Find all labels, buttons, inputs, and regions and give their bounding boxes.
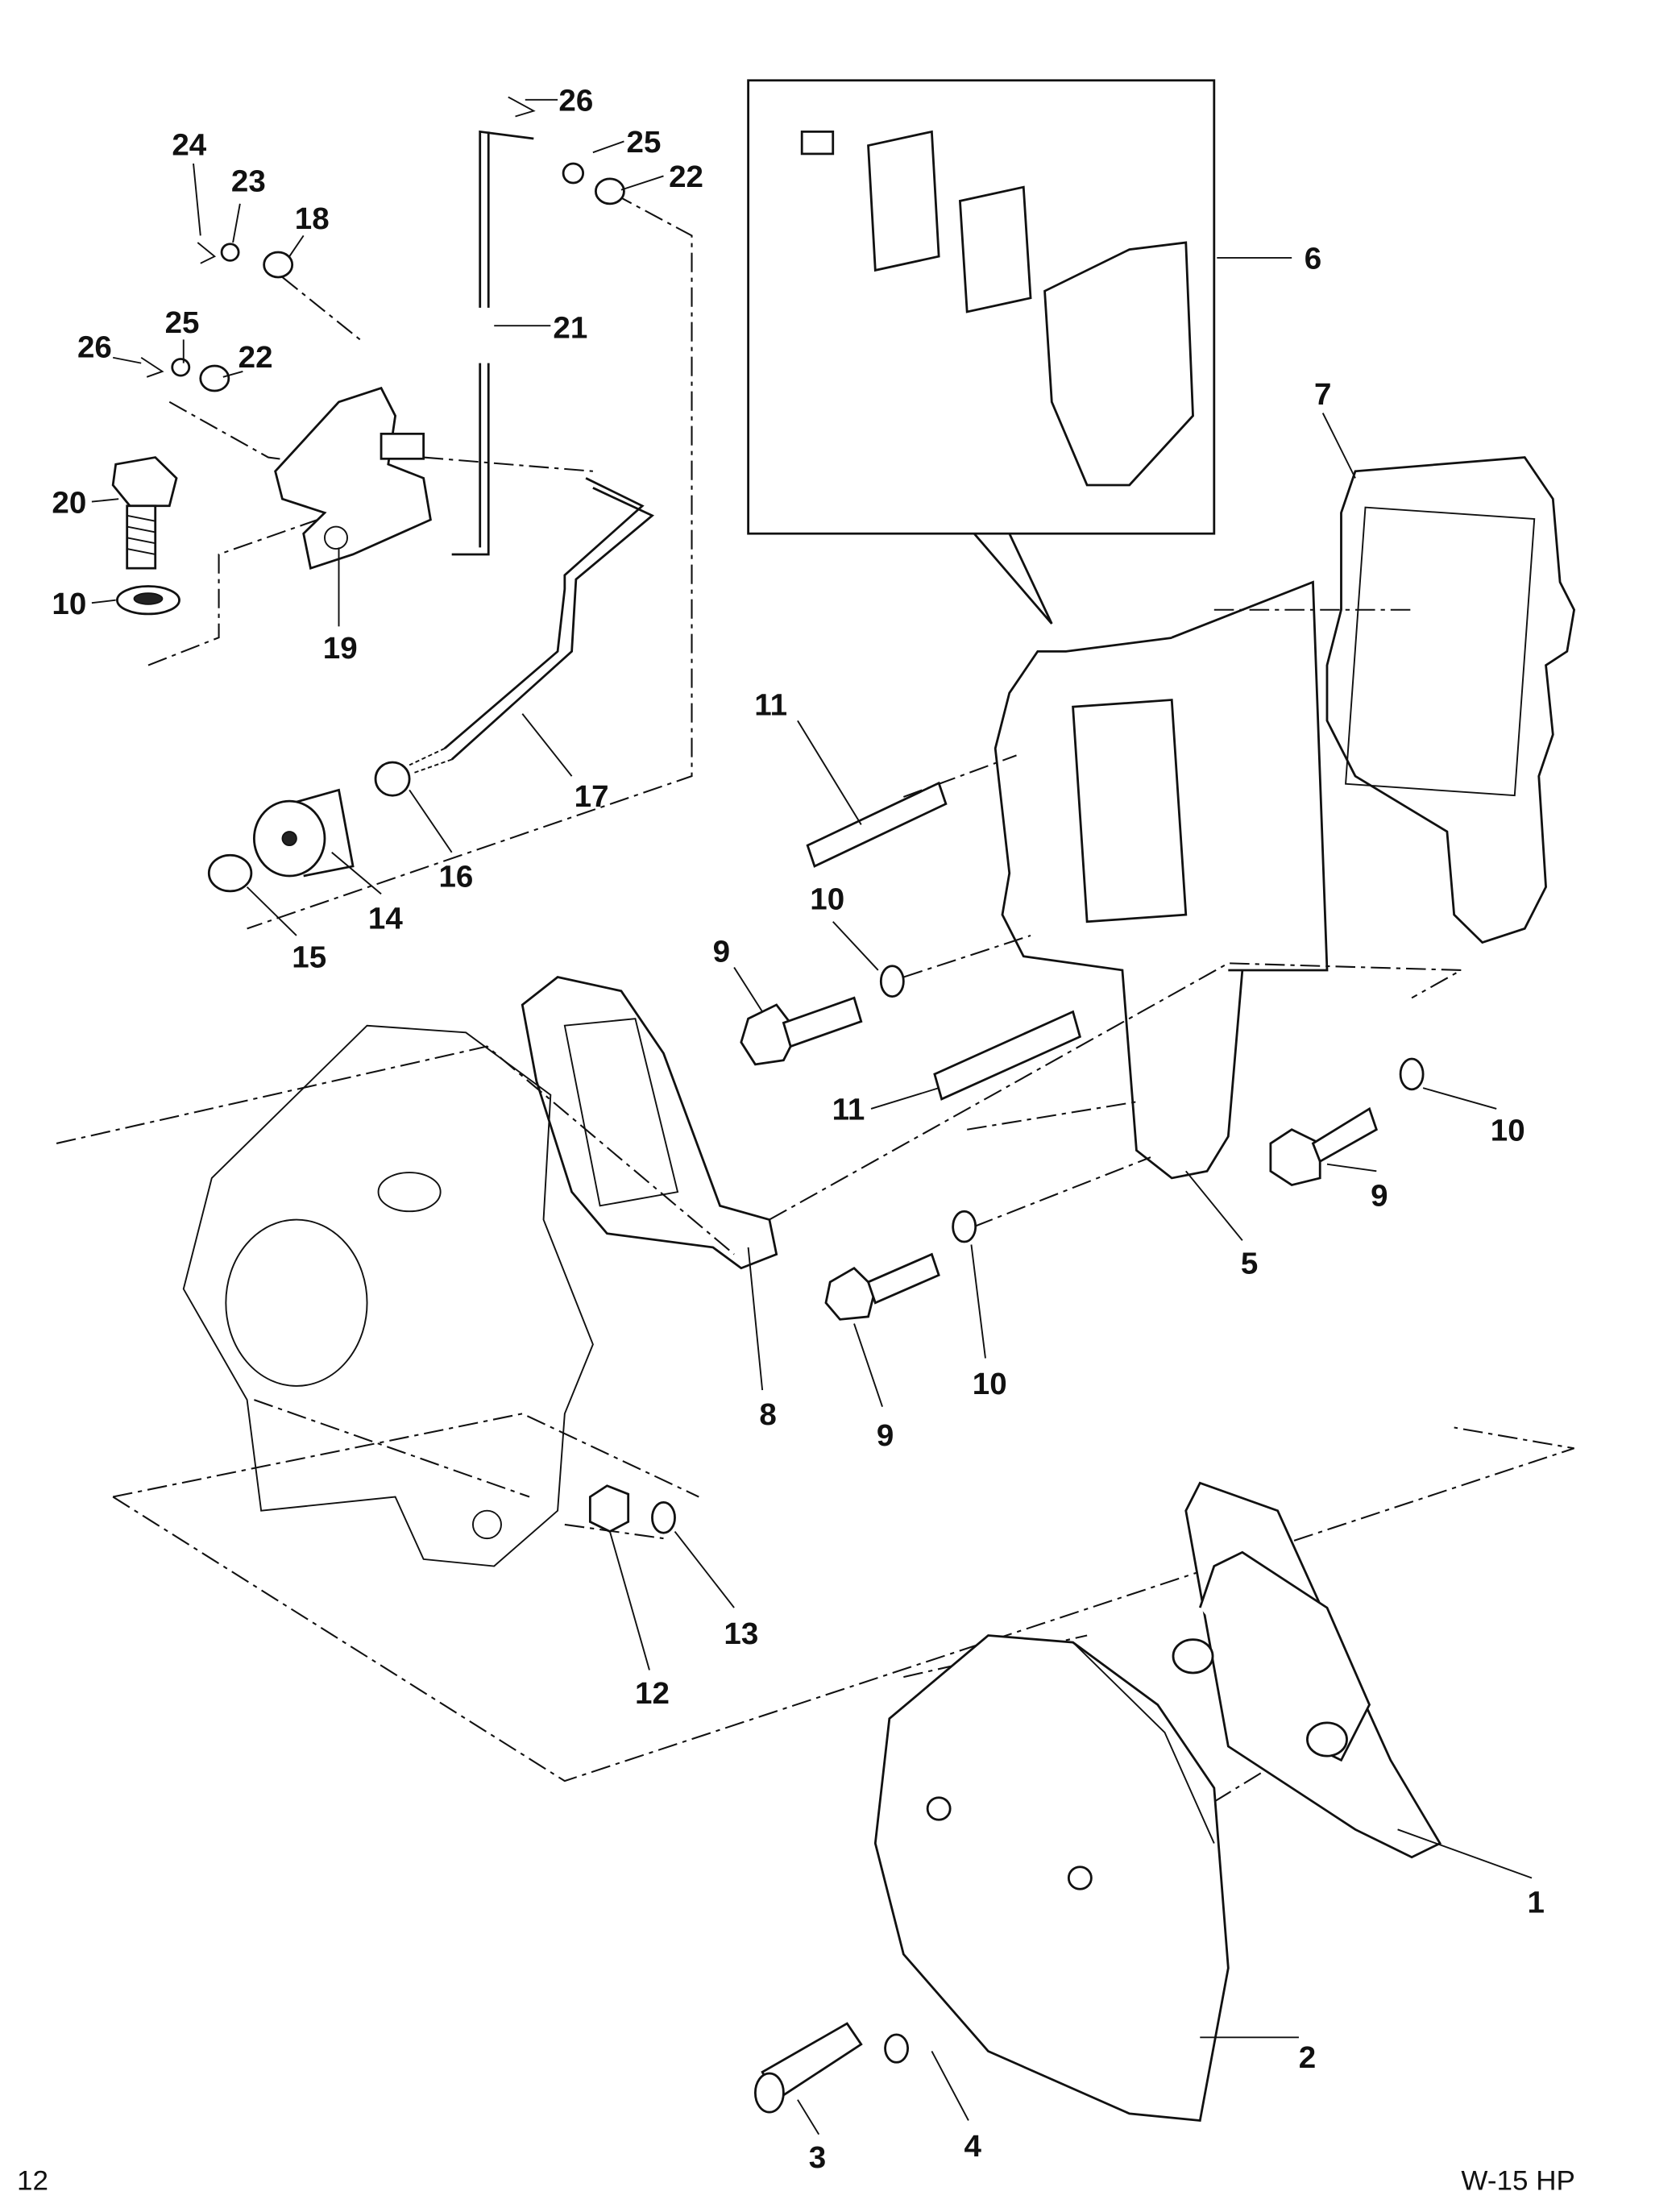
washers-10 xyxy=(651,965,1425,1534)
callout-5: 5 xyxy=(1241,1247,1258,1281)
gasket-8 xyxy=(521,976,778,1270)
callout-6: 6 xyxy=(1305,242,1321,276)
callout-14: 14 xyxy=(368,902,404,936)
callout-7: 7 xyxy=(1314,378,1331,413)
gasket-7 xyxy=(1325,456,1576,944)
callout-17: 17 xyxy=(575,779,609,814)
nut-12 xyxy=(588,1484,630,1533)
link-rod-17 xyxy=(443,477,655,761)
carburetor xyxy=(56,1024,735,1567)
clip-15 xyxy=(207,853,253,893)
reed-valve-kit-inset xyxy=(747,79,1216,625)
reed-block-5 xyxy=(993,580,1329,1180)
nut-16 xyxy=(374,761,411,797)
callout-10: 10 xyxy=(973,1367,1007,1402)
bolts-9 xyxy=(740,996,1378,1321)
callouts: 26 25 22 24 23 18 21 25 26 22 20 10 19 6… xyxy=(52,84,1545,2175)
callout-2: 2 xyxy=(1299,2040,1316,2075)
silencer-cover-2 xyxy=(873,1634,1230,2122)
model-label: W-15 HP xyxy=(1461,2166,1574,2197)
callout-13: 13 xyxy=(724,1616,758,1651)
callout-25: 25 xyxy=(627,126,662,160)
callout-10: 10 xyxy=(52,587,86,621)
small-hardware xyxy=(140,96,625,392)
link-rod-21 xyxy=(451,130,534,556)
callout-15: 15 xyxy=(292,940,326,975)
callout-26: 26 xyxy=(77,330,112,365)
callout-9: 9 xyxy=(713,935,730,969)
callout-24: 24 xyxy=(172,128,207,163)
silencer-plate-1 xyxy=(1172,1481,1442,1859)
callout-19: 19 xyxy=(323,631,358,666)
callout-8: 8 xyxy=(759,1397,776,1432)
screw-20 xyxy=(111,456,178,570)
callout-10: 10 xyxy=(810,882,844,917)
callout-18: 18 xyxy=(295,201,330,236)
callout-26: 26 xyxy=(558,84,593,118)
studs-11 xyxy=(806,781,1082,1101)
callout-12: 12 xyxy=(635,1676,670,1711)
choke-knob-14 xyxy=(252,788,355,878)
callout-10: 10 xyxy=(1491,1114,1525,1148)
cam-shaft xyxy=(380,432,425,460)
washer-4 xyxy=(884,2033,910,2064)
callout-20: 20 xyxy=(52,486,86,521)
leader-lines xyxy=(91,98,1533,2135)
callout-11: 11 xyxy=(832,1093,865,1127)
callout-23: 23 xyxy=(231,164,266,199)
callout-4: 4 xyxy=(964,2130,981,2164)
callout-21: 21 xyxy=(553,311,587,346)
callout-1: 1 xyxy=(1528,1886,1545,1920)
callout-25: 25 xyxy=(165,305,200,340)
callout-9: 9 xyxy=(877,1418,894,1453)
page-number: 12 xyxy=(17,2166,48,2197)
throttle-cam-19 xyxy=(274,386,432,570)
callout-9: 9 xyxy=(1371,1179,1388,1214)
callout-22: 22 xyxy=(239,340,273,375)
callout-16: 16 xyxy=(438,860,473,894)
callout-11: 11 xyxy=(754,688,787,723)
callout-22: 22 xyxy=(669,160,703,195)
callout-3: 3 xyxy=(809,2140,826,2175)
